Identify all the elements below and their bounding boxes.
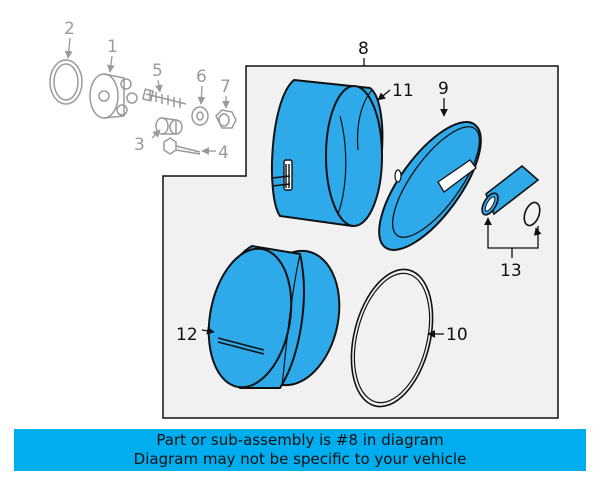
callout-13: 13	[500, 261, 522, 281]
seal-ring-icon	[49, 59, 83, 105]
callout-3: 3	[134, 135, 145, 155]
clamp-icon	[271, 159, 293, 191]
callout-11: 11	[392, 81, 414, 101]
leader-lines	[201, 58, 542, 338]
filter-element-pair[interactable]	[198, 242, 351, 394]
bushing-icon	[155, 117, 183, 135]
callout-9: 9	[438, 79, 449, 99]
callout-8: 8	[358, 39, 369, 59]
callout-7: 7	[220, 77, 231, 97]
callout-2: 2	[64, 19, 75, 39]
callout-12: 12	[176, 325, 198, 345]
hub-leader-lines	[64, 37, 230, 155]
callout-6: 6	[196, 67, 207, 87]
hub-parts-group	[49, 59, 237, 155]
cover-outlet-icon	[437, 159, 477, 193]
wheel-stud-icon	[142, 88, 187, 108]
banner-line-2: Diagram may not be specific to your vehi…	[133, 450, 467, 468]
gasket-ring[interactable]	[338, 261, 446, 415]
duct-seal-ring[interactable]	[521, 200, 542, 227]
banner-line-1: Part or sub-assembly is #8 in diagram	[156, 431, 444, 449]
callout-10: 10	[446, 325, 468, 345]
bolt-icon	[163, 137, 201, 155]
air-cleaner-cover[interactable]	[361, 107, 499, 265]
parts-diagram: 2 1 5 6 7 3 4 8 11 9 13 12 10	[49, 19, 559, 419]
wheel-hub-icon	[89, 73, 138, 119]
callout-1: 1	[107, 37, 118, 57]
washer-icon	[191, 106, 209, 126]
callout-4: 4	[218, 143, 229, 163]
info-banner: Part or sub-assembly is #8 in diagram Di…	[14, 429, 586, 471]
lug-nut-icon	[215, 109, 237, 129]
air-filter-element[interactable]	[270, 78, 384, 228]
outlet-duct[interactable]	[479, 164, 540, 217]
callout-5: 5	[152, 61, 163, 81]
